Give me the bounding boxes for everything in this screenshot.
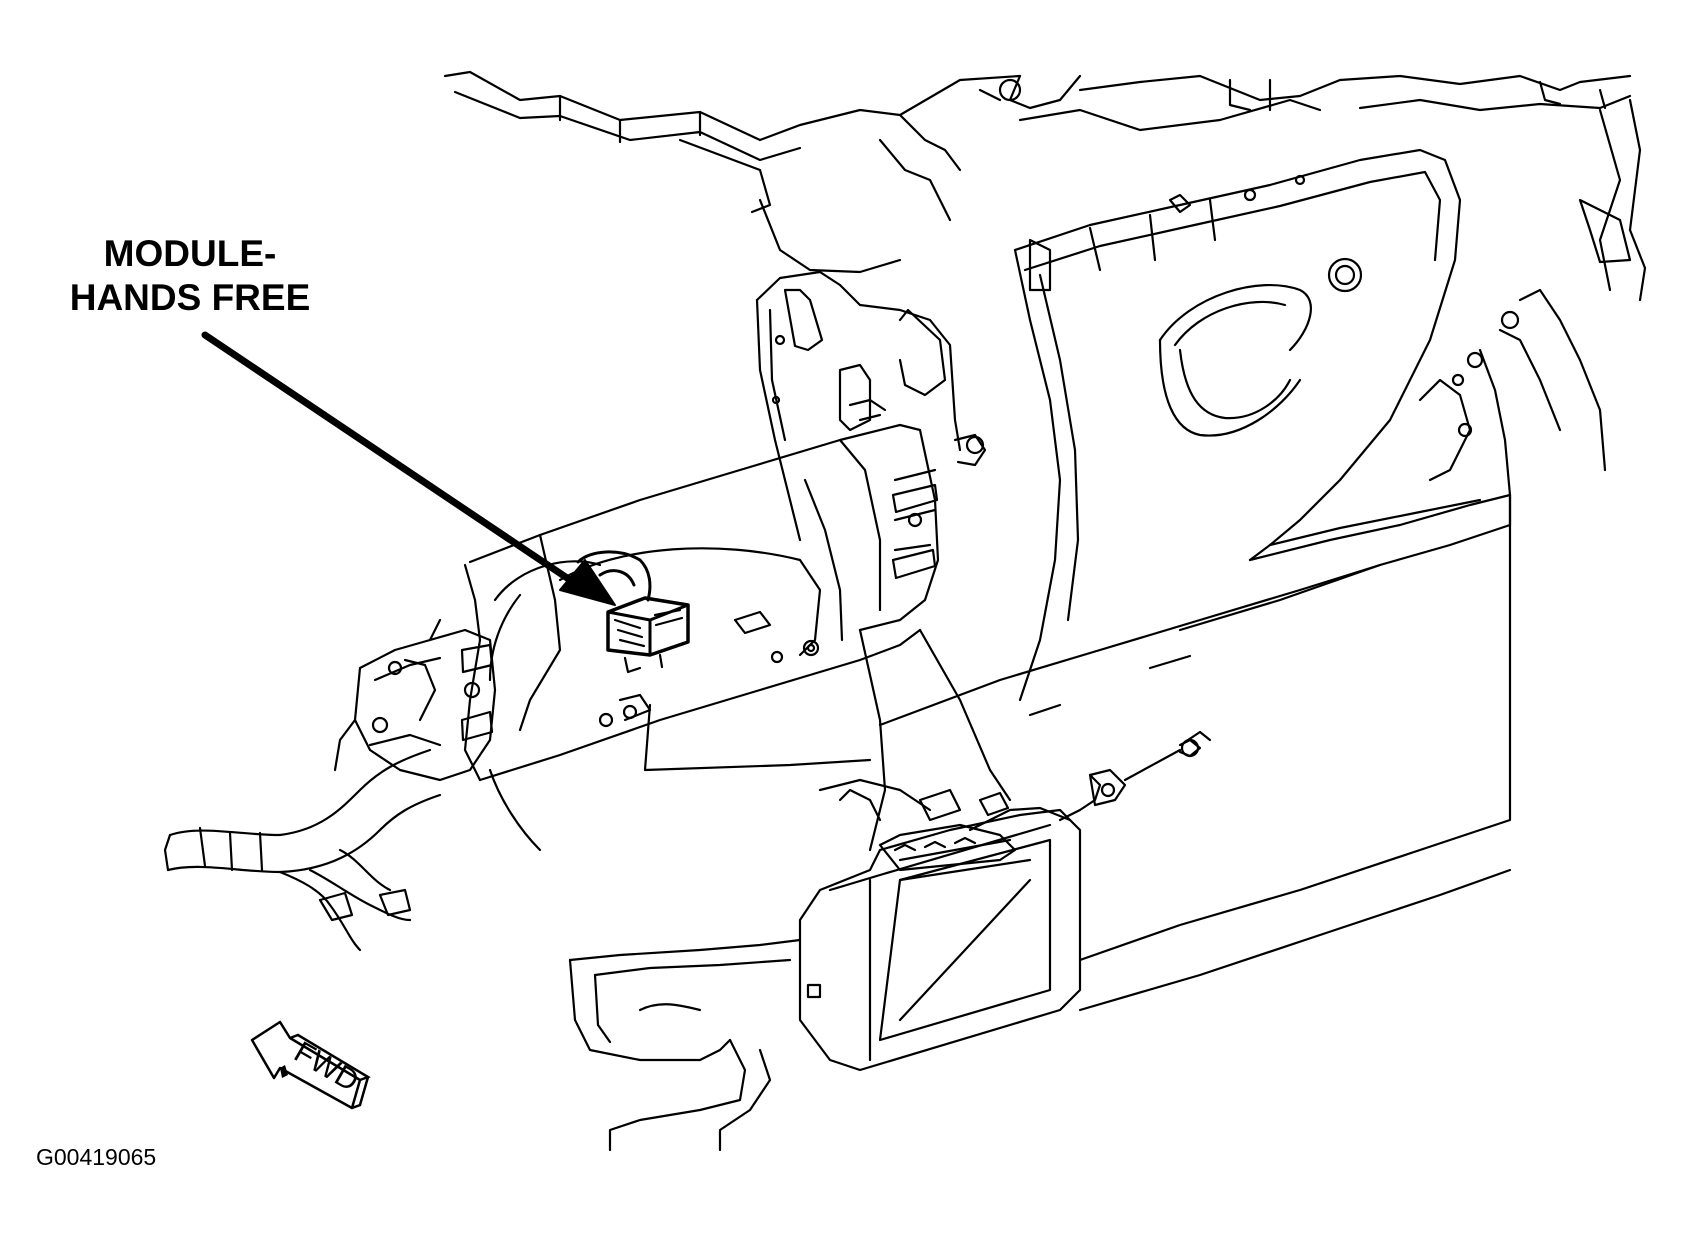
mounting-bracket-upper <box>755 270 987 542</box>
callout-line-1: MODULE- <box>103 233 277 274</box>
module-callout-label: MODULE- HANDS FREE <box>40 232 340 320</box>
callout-line-2: HANDS FREE <box>69 277 311 318</box>
hands-free-module <box>576 550 690 674</box>
dash-lower-right <box>878 348 1512 727</box>
figure-id: G00419065 <box>36 1144 157 1170</box>
lower-module-box <box>643 628 1212 1072</box>
glove-box-panel <box>1013 148 1462 702</box>
callout-pointer-arrow <box>201 331 616 606</box>
wiring-harness <box>163 560 602 952</box>
dash-upper-structure <box>443 70 1342 274</box>
forward-arrow-icon: FWD <box>250 1020 371 1110</box>
mounting-bracket-main <box>463 423 940 782</box>
bracket-left-end <box>333 618 497 782</box>
lower-console <box>568 493 1512 1152</box>
dash-upper-right <box>1338 74 1647 482</box>
